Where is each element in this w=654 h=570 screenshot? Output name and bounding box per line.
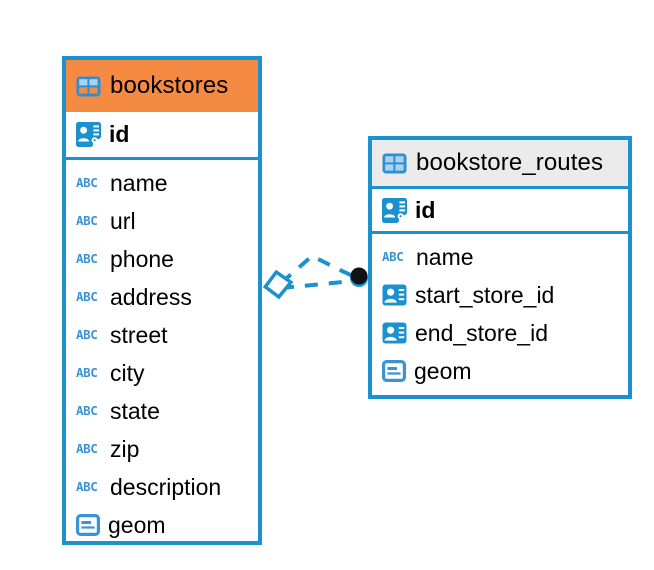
abc-icon: ABC [76, 252, 102, 266]
abc-icon: ABC [76, 328, 102, 342]
field-label-geom: geom [108, 511, 166, 538]
field-row-geom[interactable]: geom [66, 506, 258, 544]
field-label-geom: geom [414, 357, 472, 384]
field-row-start-store-id[interactable]: start_store_id [372, 276, 628, 314]
filled-circle-marker [350, 267, 368, 287]
field-row-address[interactable]: ABC address [66, 278, 258, 316]
field-label-address: address [110, 283, 192, 310]
field-row-zip[interactable]: ABC zip [66, 430, 258, 468]
svg-text:ABC: ABC [76, 252, 97, 266]
field-row-name[interactable]: ABC name [66, 164, 258, 202]
field-label-name: name [416, 243, 474, 270]
field-row-description[interactable]: ABC description [66, 468, 258, 506]
primary-key-icon [76, 122, 101, 147]
field-row-name[interactable]: ABC name [372, 238, 628, 276]
field-label-city: city [110, 359, 145, 386]
entity-bookstores-title: bookstores [110, 72, 229, 99]
svg-text:ABC: ABC [76, 442, 97, 456]
abc-icon: ABC [76, 176, 102, 190]
field-label-url: url [110, 207, 136, 234]
svg-text:ABC: ABC [76, 290, 97, 304]
table-icon [382, 153, 407, 174]
field-label-description: description [110, 473, 222, 500]
foreign-key-icon [382, 322, 407, 344]
geometry-icon [382, 360, 406, 382]
svg-text:ABC: ABC [76, 366, 97, 380]
field-label-id: id [109, 121, 130, 147]
field-row-id[interactable]: id [372, 186, 628, 234]
field-label-name: name [110, 169, 168, 196]
field-row-geom[interactable]: geom [372, 352, 628, 390]
table-icon [76, 76, 101, 97]
primary-key-icon [382, 197, 407, 223]
abc-icon: ABC [76, 442, 102, 456]
abc-icon: ABC [76, 404, 102, 418]
field-row-street[interactable]: ABC street [66, 316, 258, 354]
abc-icon: ABC [76, 366, 102, 380]
field-label-zip: zip [110, 435, 140, 462]
field-row-phone[interactable]: ABC phone [66, 240, 258, 278]
field-row-id[interactable]: id [66, 112, 258, 160]
abc-icon: ABC [76, 480, 102, 494]
abc-icon: ABC [76, 214, 102, 228]
field-label-state: state [110, 397, 160, 424]
foreign-key-icon [382, 284, 407, 306]
field-row-url[interactable]: ABC url [66, 202, 258, 240]
field-label-id: id [415, 196, 436, 223]
entity-bookstore-routes-fields: ABC name start_store_id [372, 234, 628, 396]
entity-bookstore-routes-header[interactable]: bookstore_routes [372, 140, 628, 186]
svg-text:ABC: ABC [76, 328, 97, 342]
entity-bookstore-routes-title: bookstore_routes [416, 149, 604, 176]
entity-bookstores-header[interactable]: bookstores [66, 60, 258, 112]
field-label-phone: phone [110, 245, 174, 272]
field-row-city[interactable]: ABC city [66, 354, 258, 392]
geometry-icon [76, 514, 100, 536]
svg-text:ABC: ABC [76, 176, 97, 190]
svg-text:ABC: ABC [76, 480, 97, 494]
svg-text:ABC: ABC [382, 250, 403, 264]
svg-text:ABC: ABC [76, 404, 97, 418]
abc-icon: ABC [382, 250, 408, 264]
entity-bookstores[interactable]: bookstores id [62, 56, 262, 545]
abc-icon: ABC [76, 290, 102, 304]
field-row-end-store-id[interactable]: end_store_id [372, 314, 628, 352]
diamond-marker [262, 269, 294, 300]
field-label-end-store-id: end_store_id [415, 319, 548, 346]
entity-bookstores-fields: ABC name ABC url ABC p [66, 160, 258, 550]
field-label-street: street [110, 321, 168, 348]
entity-bookstore-routes[interactable]: bookstore_routes id [368, 136, 632, 399]
relationship-line-lower [280, 279, 355, 290]
svg-text:ABC: ABC [76, 214, 97, 228]
field-row-state[interactable]: ABC state [66, 392, 258, 430]
relationship-line-upper [279, 253, 356, 285]
field-label-start-store-id: start_store_id [415, 281, 555, 308]
